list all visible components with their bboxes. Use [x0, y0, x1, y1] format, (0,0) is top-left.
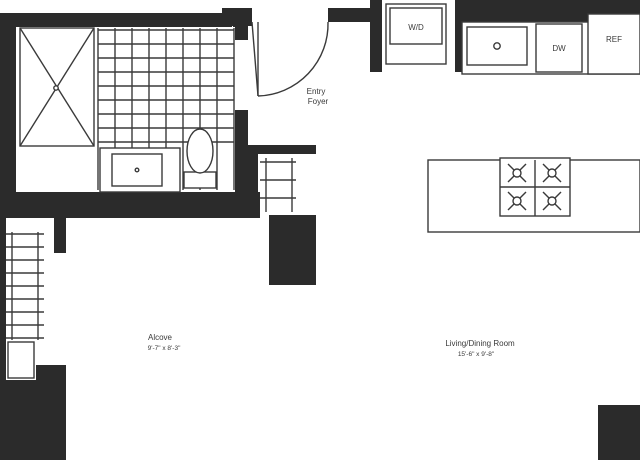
dishwasher-label: DW: [552, 44, 566, 53]
bath-left-wall: [0, 15, 16, 215]
bath-top-wall: [0, 13, 232, 27]
alcove-left-stub: [54, 215, 66, 253]
entry-wall-top: [328, 8, 370, 22]
entry-label-line2: Foyer: [308, 97, 329, 106]
sink-drain-icon: [134, 167, 140, 173]
alcove-closet-shelving: [6, 232, 44, 379]
cooktop-burners: [507, 163, 562, 211]
entry-door: [251, 21, 329, 97]
living-corner-column: [598, 405, 640, 460]
refrigerator-label: REF: [606, 35, 622, 44]
closet-column: [248, 145, 258, 215]
living-room-name: Living/Dining Room: [445, 339, 515, 348]
shower-drain-icon: [53, 85, 59, 91]
entry-wall-post: [370, 0, 382, 72]
toilet-tank: [183, 171, 217, 189]
kitchen-wall-post: [455, 0, 463, 72]
washer-dryer-label: W/D: [408, 23, 424, 32]
bath-bottom-wall: [0, 192, 260, 218]
dishwasher: [535, 23, 583, 73]
structural-column: [269, 215, 316, 285]
bath-right-wall-lower: [235, 110, 248, 192]
living-room-dims: 15'-6" x 9'-8": [458, 351, 495, 358]
refrigerator: [587, 13, 640, 75]
alcove-lower-stub: [36, 365, 66, 385]
kitchen-sink-drain-icon: [493, 42, 501, 50]
alcove-dims: 9'-7" x 8'-3": [148, 345, 181, 352]
toilet-bowl: [186, 128, 214, 174]
alcove-name: Alcove: [148, 333, 173, 342]
alcove-left-wall: [0, 215, 6, 460]
entry-label-line1: Entry: [307, 87, 326, 96]
entry-closet-shelving: [260, 158, 296, 212]
bath-right-wall-upper: [233, 20, 248, 40]
partition-top: [248, 145, 316, 154]
alcove-left-lower-wall: [0, 380, 66, 460]
labels: W/D DW REF Entry Foyer Alcove 9'-7" x 8'…: [148, 23, 622, 358]
bathroom: [16, 27, 235, 193]
kitchen: [385, 3, 640, 233]
